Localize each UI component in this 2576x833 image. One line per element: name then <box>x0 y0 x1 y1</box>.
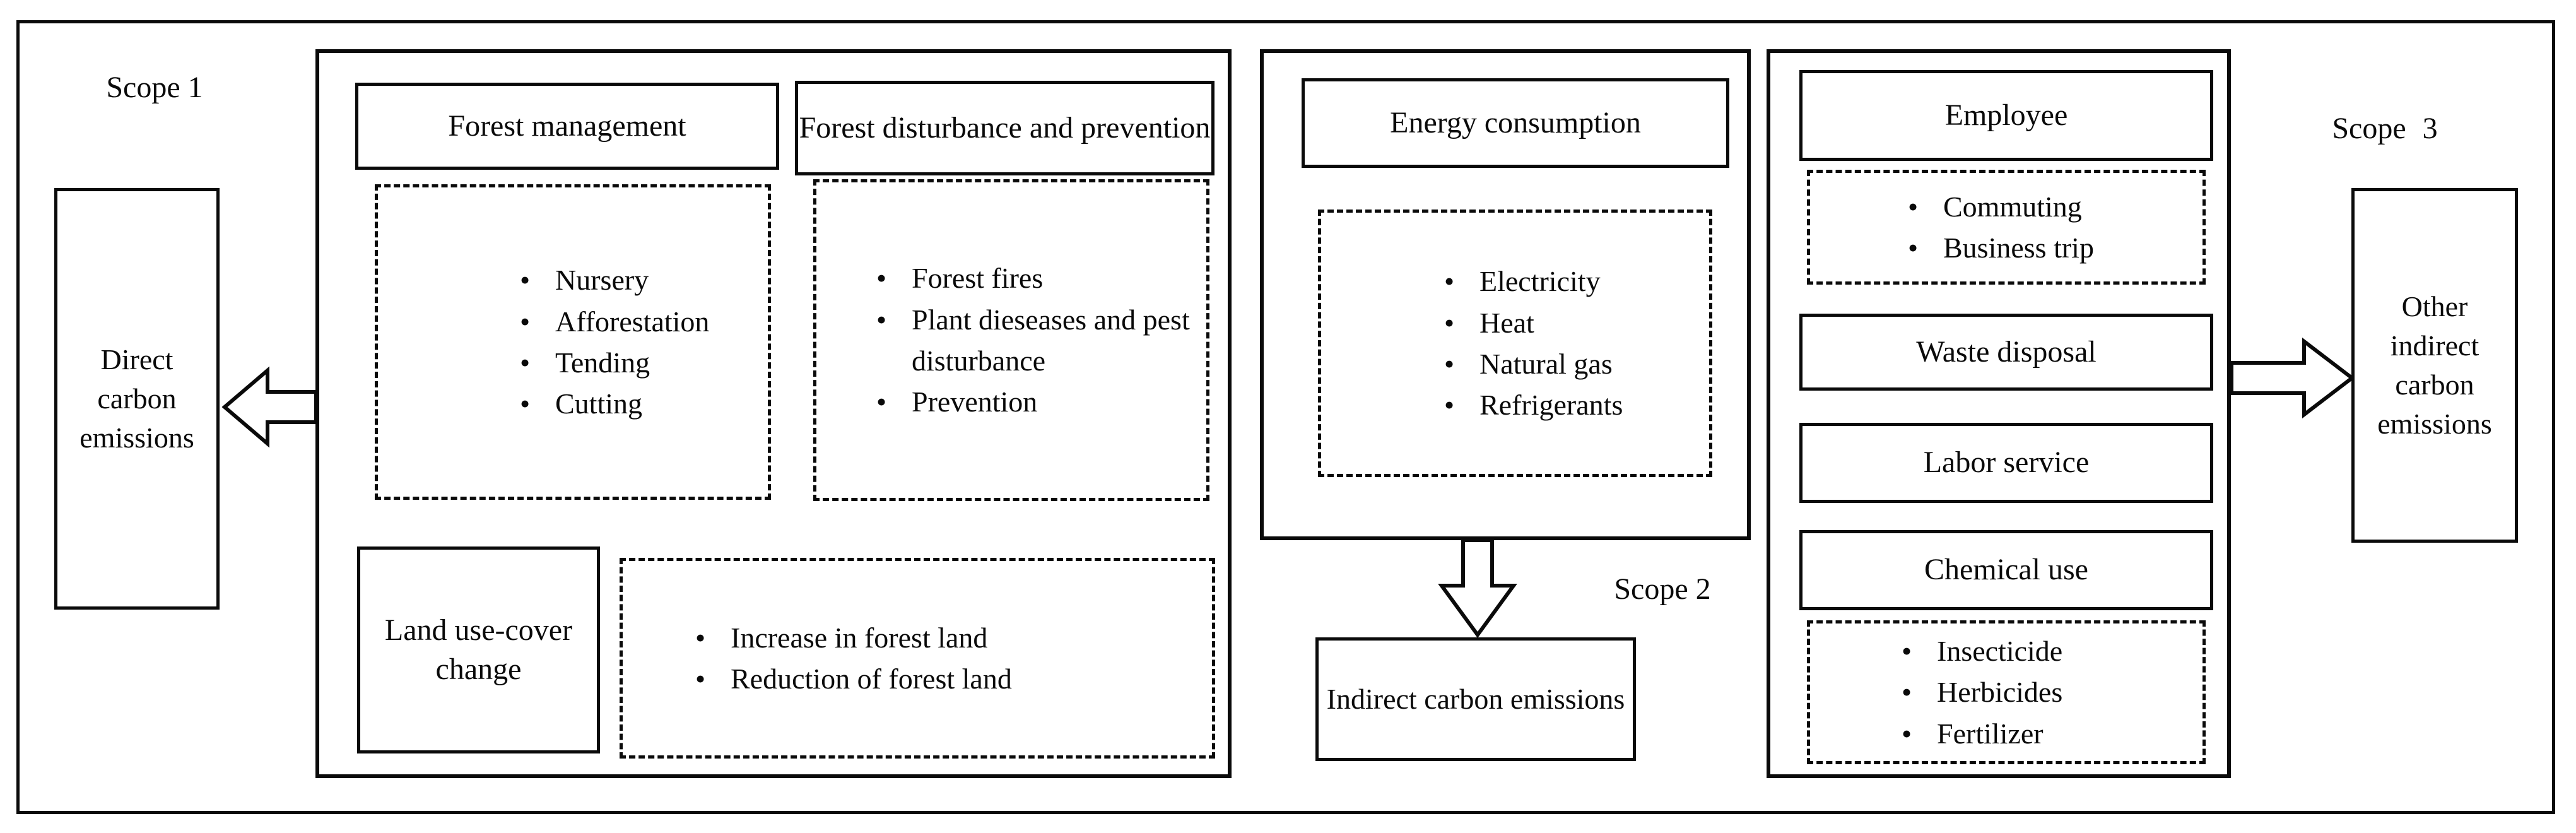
outer-border <box>16 20 2555 814</box>
bullet-icon: • <box>1444 389 1455 422</box>
bullet-icon: • <box>876 262 887 295</box>
bullet-icon: • <box>1902 676 1912 709</box>
forest-disturbance-title: Forest disturbance and prevention <box>799 110 1211 145</box>
forest-disturbance-header: Forest disturbance and prevention <box>795 81 1214 175</box>
other-indirect-carbon-emissions-box: Other indirect carbon emissions <box>2351 188 2518 543</box>
energy-items-box: •Electricity •Heat •Natural gas •Refrige… <box>1318 210 1712 477</box>
employee-header: Employee <box>1799 70 2213 161</box>
energy-list: •Electricity •Heat •Natural gas •Refrige… <box>1444 261 1709 425</box>
land-use-cover-change-title: Land use-cover change <box>384 613 573 686</box>
forest-management-items-box: •Nursery •Afforestation •Tending •Cuttin… <box>375 184 771 500</box>
land-use-list: •Increase in forest land •Reduction of f… <box>695 617 1212 700</box>
forest-management-header: Forest management <box>355 83 779 170</box>
bullet-icon: • <box>1902 635 1912 668</box>
waste-disposal-title: Waste disposal <box>1916 334 2097 369</box>
list-item: •Reduction of forest land <box>695 658 1212 699</box>
list-item: •Heat <box>1444 302 1709 343</box>
bullet-icon: • <box>1444 348 1455 380</box>
land-use-cover-change-box: Land use-cover change <box>357 546 600 753</box>
chemical-list: •Insecticide •Herbicides •Fertilizer <box>1902 630 2203 754</box>
bullet-icon: • <box>1902 717 1912 750</box>
bullet-icon: • <box>876 303 887 336</box>
chemical-use-title: Chemical use <box>1924 553 2088 587</box>
bullet-icon: • <box>1908 190 1919 223</box>
list-item: •Afforestation <box>520 301 768 342</box>
forest-management-title: Forest management <box>448 109 686 143</box>
left-arrow-icon <box>222 366 318 448</box>
down-arrow-icon <box>1437 538 1518 637</box>
forest-disturbance-list: •Forest fires •Plant dieseases and pest … <box>876 257 1206 422</box>
list-item: •Natural gas <box>1444 343 1709 384</box>
energy-consumption-header: Energy consumption <box>1302 78 1729 168</box>
land-use-items-box: •Increase in forest land •Reduction of f… <box>620 558 1215 759</box>
bullet-icon: • <box>695 663 706 695</box>
scope1-group-box: Forest management Forest disturbance and… <box>315 49 1232 778</box>
employee-list: •Commuting •Business trip <box>1908 186 2203 269</box>
list-item: •Plant dieseases and pest disturbance <box>876 299 1206 382</box>
forest-management-list: •Nursery •Afforestation •Tending •Cuttin… <box>520 259 768 424</box>
waste-disposal-box: Waste disposal <box>1799 314 2213 391</box>
list-item: •Insecticide <box>1902 630 2203 671</box>
direct-carbon-emissions-text: Direct carbon emissions <box>79 343 194 454</box>
indirect-carbon-emissions-text: Indirect carbon emissions <box>1326 682 1625 715</box>
indirect-carbon-emissions-box: Indirect carbon emissions <box>1315 637 1636 761</box>
bullet-icon: • <box>520 346 531 379</box>
labor-service-box: Labor service <box>1799 423 2213 503</box>
chemical-items-box: •Insecticide •Herbicides •Fertilizer <box>1807 620 2206 764</box>
list-item: •Nursery <box>520 259 768 300</box>
bullet-icon: • <box>520 264 531 297</box>
scope3-group-box: Employee •Commuting •Business trip Waste… <box>1767 49 2231 778</box>
forest-disturbance-items-box: •Forest fires •Plant dieseases and pest … <box>813 179 1209 501</box>
chemical-use-box: Chemical use <box>1799 530 2213 610</box>
scope2-group-box: Energy consumption •Electricity •Heat •N… <box>1260 49 1751 540</box>
list-item: •Fertilizer <box>1902 713 2203 754</box>
list-item: •Tending <box>520 342 768 383</box>
other-indirect-carbon-emissions-text: Other indirect carbon emissions <box>2377 290 2492 440</box>
list-item: •Business trip <box>1908 227 2203 268</box>
energy-consumption-title: Energy consumption <box>1390 105 1641 139</box>
direct-carbon-emissions-box: Direct carbon emissions <box>54 188 220 610</box>
scope3-label: Scope 3 <box>2332 112 2438 145</box>
bullet-icon: • <box>1444 265 1455 298</box>
bullet-icon: • <box>520 387 531 420</box>
bullet-icon: • <box>1444 306 1455 339</box>
employee-items-box: •Commuting •Business trip <box>1807 170 2206 285</box>
scope1-label: Scope 1 <box>106 71 203 104</box>
list-item: •Forest fires <box>876 257 1206 298</box>
bullet-icon: • <box>520 305 531 338</box>
bullet-icon: • <box>1908 232 1919 264</box>
right-arrow-icon <box>2230 337 2355 419</box>
list-item: •Electricity <box>1444 261 1709 302</box>
list-item: •Refrigerants <box>1444 384 1709 425</box>
list-item: •Herbicides <box>1902 671 2203 712</box>
employee-title: Employee <box>1944 98 2068 132</box>
bullet-icon: • <box>695 621 706 654</box>
scope2-label: Scope 2 <box>1614 572 1711 606</box>
labor-service-title: Labor service <box>1923 446 2090 480</box>
list-item: •Prevention <box>876 381 1206 422</box>
list-item: •Increase in forest land <box>695 617 1212 658</box>
list-item: •Cutting <box>520 383 768 424</box>
bullet-icon: • <box>876 386 887 418</box>
list-item: •Commuting <box>1908 186 2203 227</box>
